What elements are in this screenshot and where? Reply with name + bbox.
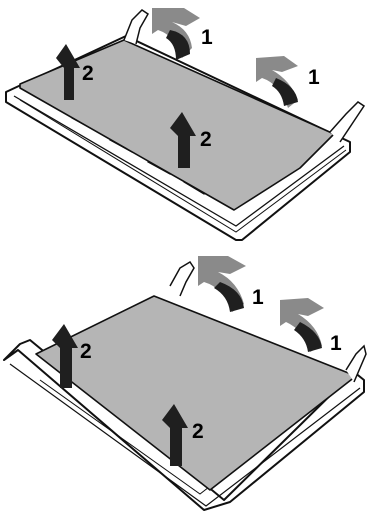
curved-arrow [198, 256, 246, 312]
step-number: 1 [308, 66, 320, 89]
step-number: 2 [80, 340, 92, 363]
step-number: 2 [82, 62, 94, 85]
step-number: 1 [330, 332, 342, 355]
curved-arrow [280, 298, 324, 352]
top-panel: 1 1 2 2 [6, 8, 364, 240]
hinge [170, 262, 194, 296]
hinge [330, 102, 364, 142]
step-number: 1 [252, 286, 264, 309]
bottom-panel: 1 1 2 2 [4, 256, 366, 510]
hinge [124, 10, 148, 44]
step-number: 2 [200, 128, 212, 151]
step-number: 2 [192, 420, 204, 443]
step-number: 1 [201, 26, 213, 49]
